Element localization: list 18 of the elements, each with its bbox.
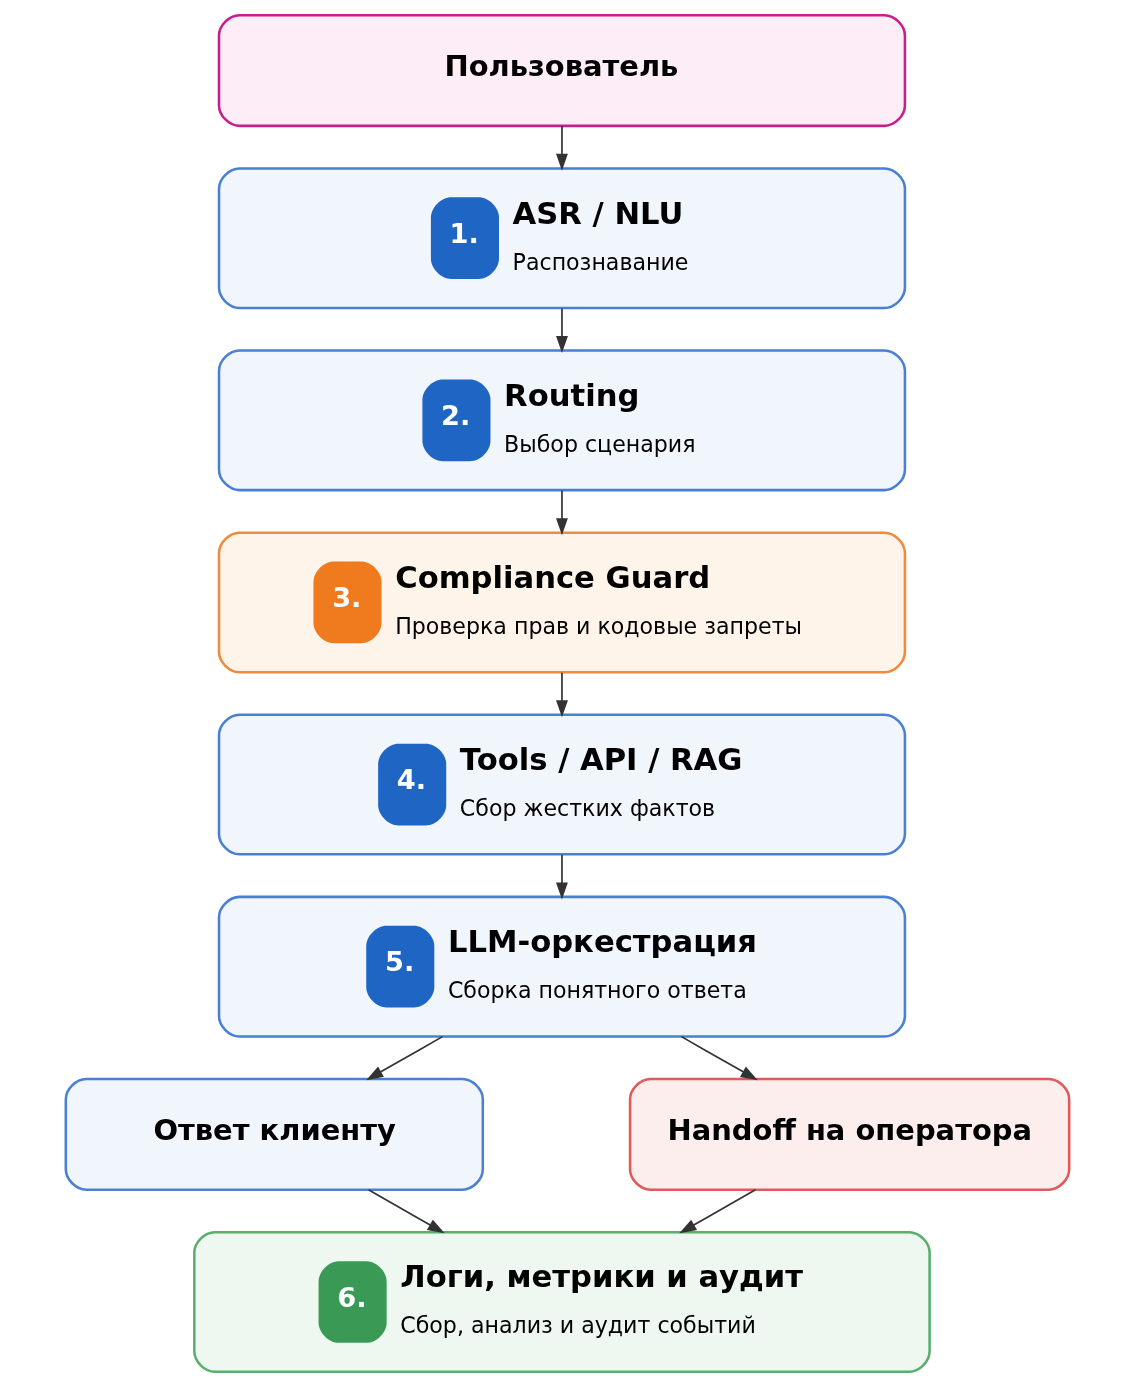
arrow xyxy=(555,489,568,536)
node-box: 2. Routing Выбор сценария xyxy=(217,349,906,492)
arrow xyxy=(367,1189,445,1234)
arrow xyxy=(365,1035,443,1081)
node-box: 3. Compliance Guard Проверка прав и кодовые запреты xyxy=(217,531,906,674)
arrow xyxy=(680,1035,758,1081)
arrow xyxy=(555,307,568,354)
node-box: Пользователь xyxy=(217,13,906,128)
arrow xyxy=(678,1189,756,1234)
arrow xyxy=(555,125,568,171)
node-box: 1. ASR / NLU Распознавание xyxy=(217,167,906,310)
arrow xyxy=(555,854,568,900)
node-box: 4. Tools / API / RAG Сбор жестких фактов xyxy=(217,713,906,856)
node-box: 6. Логи, метрики и аудит Сбор, анализ и аудит событий xyxy=(192,1230,931,1374)
node-box: 5. LLM-оркестрация Сборка понятного ответа xyxy=(217,895,906,1038)
arrow xyxy=(555,671,568,718)
node-box: Handoff на оператора xyxy=(628,1077,1070,1191)
node-box: Ответ клиенту xyxy=(64,1077,484,1191)
